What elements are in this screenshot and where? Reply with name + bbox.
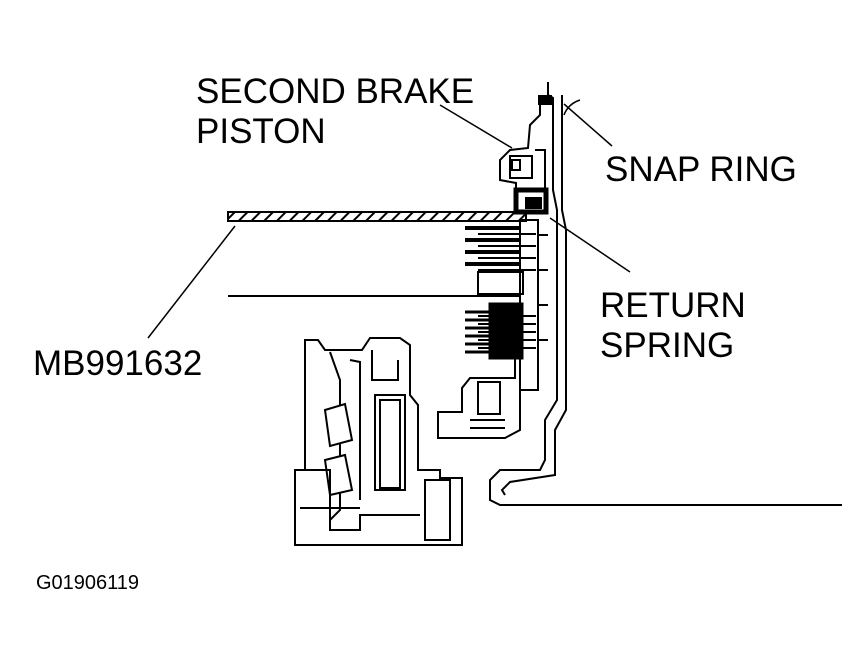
leader-return-spring — [549, 217, 631, 273]
label-second-brake-piston-line1: SECOND BRAKE — [196, 72, 475, 111]
label-snap-ring: SNAP RING — [605, 150, 797, 189]
label-return-spring: RETURN SPRING — [600, 286, 746, 366]
label-second-brake-piston-line2: PISTON — [196, 112, 326, 151]
second-brake-piston — [513, 95, 552, 215]
clutch-retainer — [437, 358, 521, 439]
lower-brake-plates — [465, 302, 536, 360]
leader-lines — [147, 99, 631, 339]
label-return-spring-line2: SPRING — [600, 326, 735, 365]
figure-id: G01906119 — [36, 572, 140, 594]
label-tool-number: MB991632 — [33, 344, 203, 383]
label-second-brake-piston: SECOND BRAKE PISTON — [196, 72, 474, 152]
upper-plate-hub — [477, 271, 524, 295]
upper-brake-plates — [465, 226, 536, 271]
leader-mb991632 — [147, 225, 236, 339]
special-tool-mb991632 — [227, 211, 527, 297]
leader-snap-ring-curve — [563, 99, 581, 116]
leader-snap-ring — [563, 103, 613, 147]
leader-second-brake-piston — [439, 104, 513, 149]
transmission-case — [489, 82, 842, 506]
label-return-spring-line1: RETURN — [600, 286, 746, 325]
gear-bearing-assembly — [294, 337, 463, 546]
